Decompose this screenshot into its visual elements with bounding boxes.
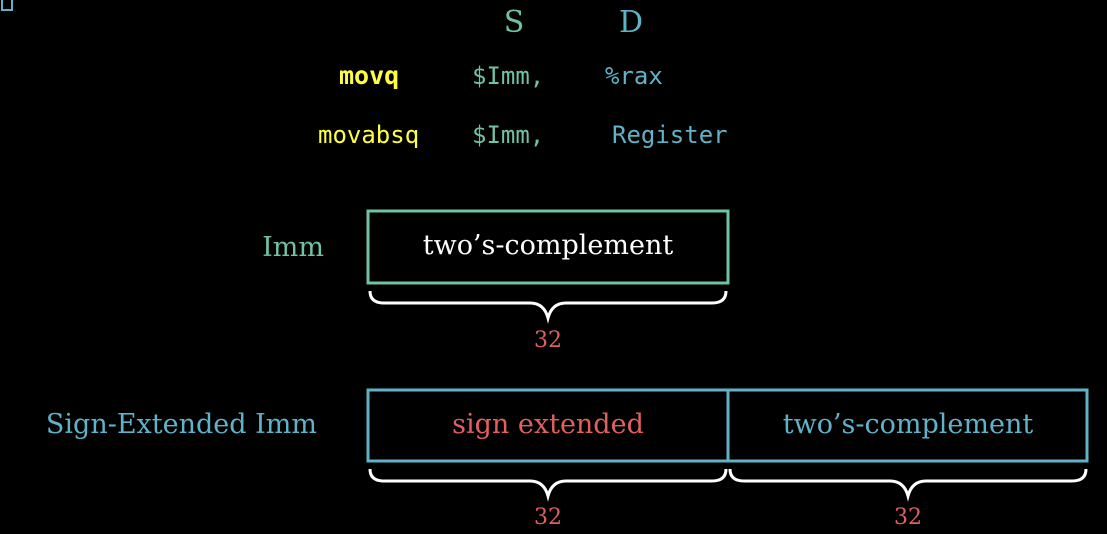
instruction-2-source: $Imm, (472, 121, 544, 149)
sign-extended-right-brace (728, 468, 1088, 502)
imm-box-text: two’s-complement (423, 230, 674, 261)
imm-label: Imm (262, 232, 324, 263)
twos-complement-part-text: two’s-complement (783, 409, 1034, 440)
instruction-2-destination: Register (612, 121, 728, 149)
imm-brace (368, 290, 728, 324)
sign-extended-left-bits-label: 32 (534, 505, 562, 530)
sign-extended-left-brace (368, 468, 728, 502)
sign-extended-right-bits-label: 32 (894, 505, 922, 530)
instruction-2-mnemonic: movabsq (318, 121, 419, 149)
destination-header: D (619, 5, 643, 40)
imm-box (366, 209, 730, 285)
cropped-glyph (1, 0, 13, 11)
sign-extended-imm-label: Sign-Extended Imm (46, 409, 317, 440)
instruction-1-destination: %rax (605, 62, 663, 90)
instruction-1-mnemonic: movq (339, 61, 399, 90)
sign-extended-part-text: sign extended (452, 409, 644, 440)
source-header: S (504, 5, 525, 40)
imm-bits-label: 32 (534, 328, 562, 353)
instruction-1-source: $Imm, (472, 62, 544, 90)
